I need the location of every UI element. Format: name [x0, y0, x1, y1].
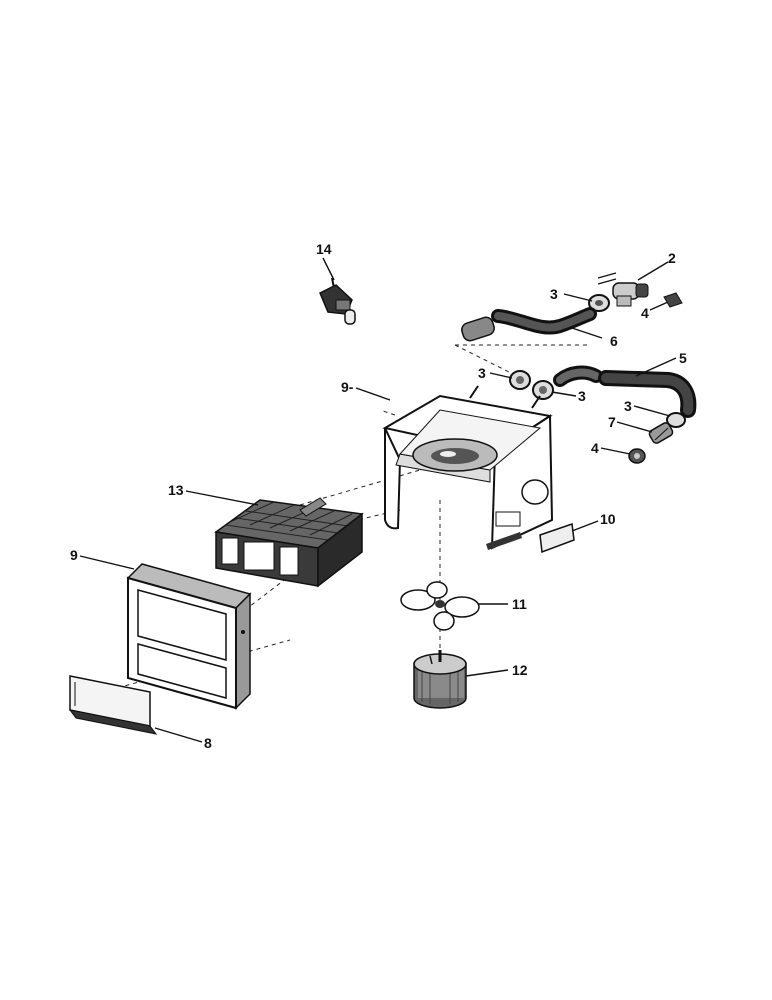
label-part-6: 6: [610, 333, 618, 349]
label-part-14: 14: [316, 241, 332, 257]
hose-clamp: [588, 294, 610, 312]
label-part-13: 13: [168, 482, 184, 498]
label-part-9: 9-: [341, 379, 354, 395]
label-part-3: 3: [624, 398, 632, 414]
label-part-4: 4: [641, 305, 649, 321]
label-part-7: 7: [608, 414, 616, 430]
upper-hose: [461, 307, 597, 342]
hose-clamp: [532, 380, 554, 400]
heater-core: [214, 497, 364, 588]
right-hose: [598, 370, 697, 418]
leader-lines: [79, 257, 677, 743]
label-part-12: 12: [512, 662, 528, 678]
label-part-3: 3: [478, 365, 486, 381]
label-part-3: 3: [578, 388, 586, 404]
heater-housing: [382, 385, 554, 550]
hose-clamp: [666, 412, 686, 428]
label-part-3: 3: [550, 286, 558, 302]
label-part-9: 9: [70, 547, 78, 563]
air-deflector: [68, 675, 158, 735]
label-tag: [539, 522, 575, 554]
hose-connector: [648, 422, 674, 444]
pipe-fitting: [663, 292, 683, 308]
blower-motor: [413, 650, 467, 709]
hose-elbow: [553, 365, 603, 387]
fan-blade: [400, 581, 480, 631]
hose-clamp: [509, 370, 531, 390]
label-part-5: 5: [679, 350, 687, 366]
label-part-11: 11: [512, 596, 527, 612]
front-grille: [126, 563, 252, 710]
water-valve: [597, 272, 649, 307]
label-part-4: 4: [591, 440, 599, 456]
thermostat-switch: [319, 277, 356, 325]
label-part-2: 2: [668, 250, 676, 266]
pipe-fitting: [628, 448, 646, 464]
label-part-10: 10: [600, 511, 616, 527]
label-part-8: 8: [204, 735, 212, 751]
